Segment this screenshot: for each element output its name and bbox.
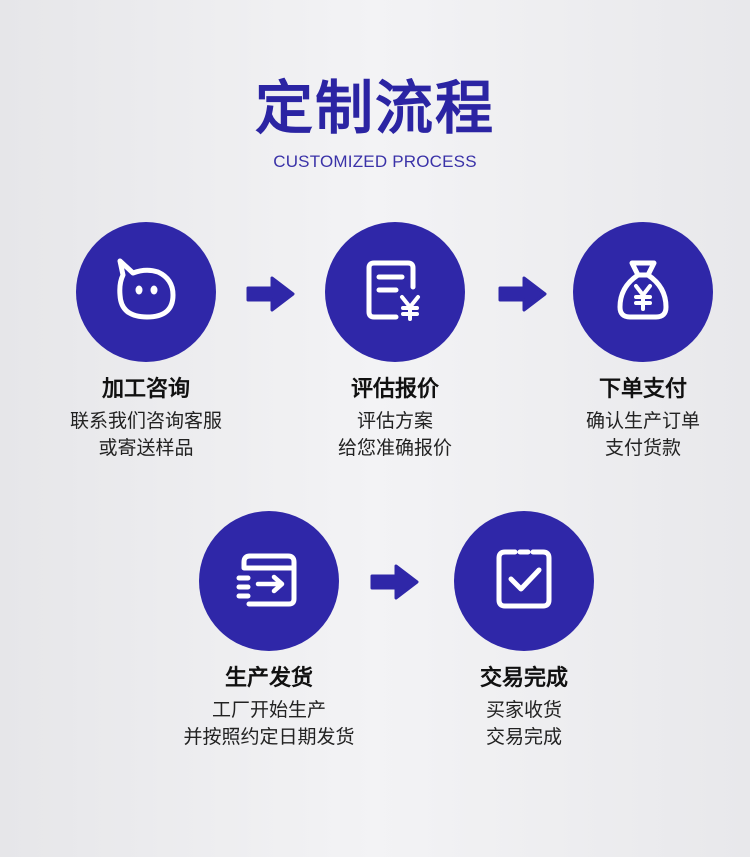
step-title: 下单支付	[598, 377, 687, 402]
page-subtitle: CUSTOMIZED PROCESS	[273, 152, 477, 171]
step-desc-line: 给您准确报价	[337, 437, 452, 459]
shipping-box-icon	[234, 544, 304, 618]
step-description: 评估方案 给您准确报价	[275, 408, 515, 462]
step-description: 联系我们咨询客服 或寄送样品	[26, 408, 266, 462]
arrow-right-icon	[246, 274, 296, 314]
step-title: 评估报价	[350, 377, 439, 402]
page-title: 定制流程	[254, 74, 495, 142]
step-desc-line: 联系我们咨询客服	[69, 410, 222, 432]
step-payment: 下单支付 确认生产订单 支付货款	[523, 222, 750, 462]
step-desc-line: 并按照约定日期发货	[183, 726, 355, 748]
step-icon-circle	[199, 511, 339, 651]
step-description: 确认生产订单 支付货款	[523, 408, 750, 462]
step-desc-line: 确认生产订单	[585, 410, 700, 432]
step-consult: 加工咨询 联系我们咨询客服 或寄送样品	[26, 222, 266, 462]
face-icon	[111, 255, 181, 329]
arrow-right-icon	[370, 562, 420, 602]
step-production-shipping: 生产发货 工厂开始生产 并按照约定日期发货	[149, 511, 389, 751]
step-desc-line: 支付货款	[604, 437, 681, 459]
step-complete: 交易完成 买家收货 交易完成	[404, 511, 644, 751]
arrow-right-icon	[498, 274, 548, 314]
step-desc-line: 交易完成	[485, 726, 562, 748]
step-title: 加工咨询	[101, 377, 190, 402]
step-icon-circle	[325, 222, 465, 362]
step-title: 交易完成	[479, 666, 568, 691]
step-icon-circle	[573, 222, 713, 362]
step-desc-line: 或寄送样品	[98, 437, 194, 459]
step-desc-line: 买家收货	[485, 699, 562, 721]
step-icon-circle	[76, 222, 216, 362]
checkmark-box-icon	[489, 544, 559, 618]
step-desc-line: 工厂开始生产	[211, 699, 326, 721]
step-title: 生产发货	[224, 666, 313, 691]
quote-document-icon	[360, 255, 430, 329]
money-bag-icon	[608, 255, 678, 329]
step-desc-line: 评估方案	[356, 410, 433, 432]
step-description: 买家收货 交易完成	[404, 697, 644, 751]
step-icon-circle	[454, 511, 594, 651]
step-description: 工厂开始生产 并按照约定日期发货	[149, 697, 389, 751]
step-quote: 评估报价 评估方案 给您准确报价	[275, 222, 515, 462]
